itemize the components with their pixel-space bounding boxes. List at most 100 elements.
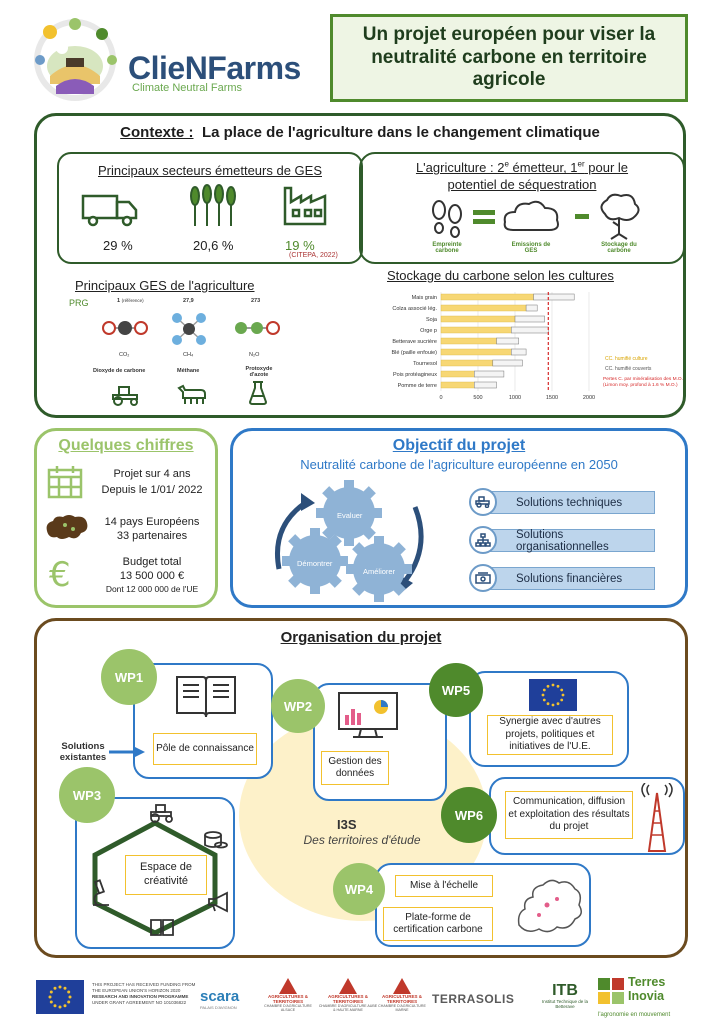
wp1-badge: WP1 bbox=[101, 649, 157, 705]
wp5-synergies: Synergie avec d'autres projets, politiqu… bbox=[487, 715, 613, 755]
gear-label-improve: Améliorer bbox=[363, 567, 396, 576]
ges-prg-n2o: 273 bbox=[251, 298, 261, 304]
logo-chambre-alsace: AGRICULTURES & TERRITOIRES CHAMBRE D'AGR… bbox=[258, 978, 318, 1012]
territories-subtitle: Des territoires d'étude bbox=[303, 833, 421, 847]
chart-bar-crop bbox=[440, 348, 512, 356]
solution-financial: Solutions financières bbox=[485, 567, 655, 590]
wp1-knowledge-hub: Pôle de connaissance bbox=[153, 733, 257, 765]
wp4-scaling: Mise à l'échelle bbox=[395, 875, 493, 897]
wp3-badge: WP3 bbox=[59, 767, 115, 823]
eu-flag-icon bbox=[529, 679, 577, 711]
chart-bar-crop bbox=[440, 326, 512, 334]
chart-x-tick-label: 500 bbox=[473, 395, 482, 401]
tractor-icon bbox=[149, 803, 175, 828]
cow-icon bbox=[177, 382, 209, 411]
n2o-molecule-icon bbox=[233, 318, 281, 343]
organisation-panel: Organisation du projet I3S Des territoir… bbox=[34, 618, 688, 958]
sectors-box: Principaux secteurs émetteurs de GES 29 … bbox=[57, 152, 363, 264]
chart-category-label: Tournesol bbox=[413, 361, 437, 367]
calendar-icon bbox=[47, 465, 83, 504]
header-title-box: Un projet européen pour viser la neutral… bbox=[330, 14, 688, 102]
chart-bar-cover bbox=[533, 293, 575, 301]
chart-bar-cover bbox=[525, 304, 538, 312]
chart-x-tick-label: 0 bbox=[439, 395, 442, 401]
solution-organisational: Solutions organisationnelles bbox=[485, 529, 655, 553]
chart-category-label: Blé (paille enfouie) bbox=[391, 350, 437, 356]
arrow-right-icon bbox=[109, 745, 145, 763]
chart-legend-cover: CC. humifié couverts bbox=[605, 366, 652, 372]
ges-title: Principaux GES de l'agriculture bbox=[75, 278, 255, 293]
chart-bar-crop bbox=[440, 315, 516, 323]
chart-bar-crop bbox=[440, 304, 527, 312]
cloud-icon bbox=[501, 198, 561, 241]
logo-emblem bbox=[28, 14, 123, 106]
coins-icon bbox=[203, 829, 229, 858]
chart-bar-crop bbox=[440, 370, 475, 378]
funding-notice: THIS PROJECT HAS RECEIVED FUNDING FROM T… bbox=[92, 982, 196, 1006]
logo-terrasolis: TERRASOLIS bbox=[432, 992, 515, 1006]
minus-icon bbox=[575, 214, 589, 219]
logo-itb: ITB Institut Technique de la Betterave bbox=[542, 982, 588, 1009]
chart-bar-cover bbox=[511, 326, 549, 334]
tractor-icon bbox=[469, 488, 497, 516]
chart-x-tick-label: 2000 bbox=[583, 395, 595, 401]
antenna-icon bbox=[637, 782, 677, 858]
storage-title: Stockage du carbone selon les cultures bbox=[387, 268, 614, 283]
chart-category-label: Pomme de terre bbox=[398, 383, 437, 389]
objective-subtitle: Neutralité carbone de l'agriculture euro… bbox=[300, 457, 618, 472]
gear-label-evaluate: Evaluer bbox=[337, 511, 363, 520]
ges-formula-ch4: CH₄ bbox=[183, 352, 194, 358]
context-title: Contexte : La place de l'agriculture dan… bbox=[120, 124, 600, 141]
ch4-molecule-icon bbox=[169, 308, 209, 355]
chart-category-label: Betterave sucrière bbox=[392, 339, 437, 345]
chart-bar-cover bbox=[492, 359, 523, 367]
factory-icon bbox=[281, 182, 329, 231]
chart-category-label: Pois protéagineux bbox=[393, 372, 437, 378]
organisation-title: Organisation du projet bbox=[280, 629, 442, 646]
sector-value-transport: 29 % bbox=[103, 238, 133, 253]
chart-x-tick-label: 1500 bbox=[546, 395, 558, 401]
ges-formula-co2: CO₂ bbox=[119, 352, 130, 358]
sectors-title: Principaux secteurs émetteurs de GES bbox=[98, 163, 322, 178]
ges-formula-n2o: N₂O bbox=[249, 352, 260, 358]
solution-technical: Solutions techniques bbox=[485, 491, 655, 514]
chart-x-tick-label: 1000 bbox=[509, 395, 521, 401]
ges-name-n2o: Protoxyde d'azote bbox=[245, 366, 273, 378]
chart-bar-crop bbox=[440, 293, 534, 301]
truck-icon bbox=[81, 192, 139, 233]
microscope-icon bbox=[89, 879, 111, 912]
fertilizer-icon bbox=[247, 380, 269, 411]
brand-tagline: Climate Neutral Farms bbox=[132, 82, 243, 94]
chart-bar-cover bbox=[496, 337, 519, 345]
prg-label: PRG bbox=[69, 298, 89, 308]
eu-flag-icon bbox=[36, 980, 84, 1014]
wp4-certification-platform: Plate-forme de certification carbone bbox=[383, 907, 493, 941]
chart-bar-cover bbox=[474, 381, 497, 389]
chart-category-label: Mais grain bbox=[412, 295, 437, 301]
chart-bar-cover bbox=[474, 370, 505, 378]
wp4-badge: WP4 bbox=[333, 863, 385, 915]
agri-box: L'agriculture : 2e émetteur, 1er pour le… bbox=[359, 152, 685, 264]
objective-title: Objectif du projet bbox=[392, 437, 526, 454]
ges-prg-co2: 1 (référence) bbox=[117, 298, 144, 304]
sector-value-industry: 19 % bbox=[285, 238, 315, 253]
gears-graphic bbox=[265, 477, 435, 610]
wp6-badge: WP6 bbox=[441, 787, 497, 843]
agri-title: L'agriculture : 2e émetteur, 1er pour le… bbox=[415, 160, 629, 192]
wp2-data-management: Gestion des données bbox=[321, 751, 389, 785]
chart-bar-crop bbox=[440, 359, 493, 367]
objective-panel: Objectif du projet Neutralité carbone de… bbox=[230, 428, 688, 608]
chart-category-label: Colza associé lég. bbox=[392, 306, 437, 312]
chart-reference-label: Pertes C. par minéralisation des M.O. bbox=[603, 376, 683, 382]
europe-outline-icon bbox=[513, 875, 587, 944]
chart-bar-crop bbox=[440, 337, 497, 345]
ges-prg-ch4: 27,9 bbox=[183, 298, 194, 304]
book-icon bbox=[149, 917, 175, 942]
sector-value-agriculture: 20,6 % bbox=[193, 238, 234, 253]
monitor-chart-icon bbox=[337, 691, 399, 744]
chart-legend-crop: CC. humifié culture bbox=[605, 356, 648, 362]
territories-title: I3S bbox=[337, 817, 357, 832]
